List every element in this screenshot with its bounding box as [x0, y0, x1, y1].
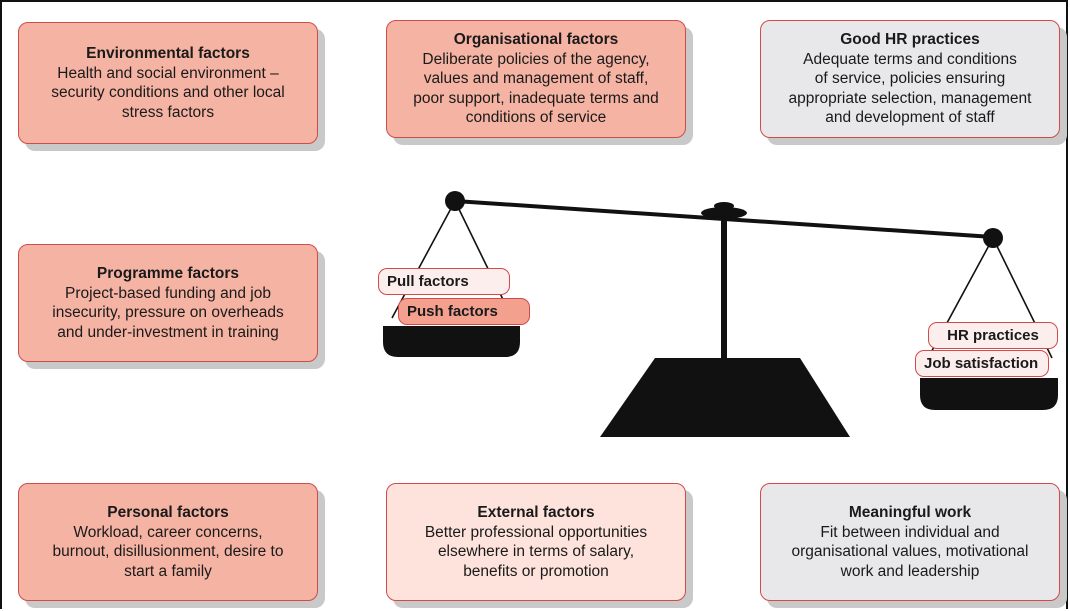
job-satisfaction-label: Job satisfaction — [915, 350, 1049, 377]
meaningful-work-title: Meaningful work — [848, 504, 972, 521]
scale-base — [600, 358, 850, 437]
organisational-factors-body: Deliberate policies of the agency, value… — [413, 50, 659, 127]
organisational-factors-title: Organisational factors — [453, 31, 619, 49]
good-hr-practices-box: Good HR practices Adequate terms and con… — [760, 20, 1060, 138]
external-factors-body: Better professional opportunities elsewh… — [424, 523, 648, 580]
programme-factors-box: Programme factors Project-based funding … — [18, 244, 318, 362]
organisational-factors-box: Organisational factors Deliberate polici… — [386, 20, 686, 138]
scale-pivot-knob — [714, 202, 734, 210]
external-factors-box: External factors Better professional opp… — [386, 483, 686, 601]
left-pan — [383, 326, 520, 357]
scale-column — [721, 214, 727, 360]
scale-pivot-cap — [701, 207, 747, 219]
personal-factors-box: Personal factors Workload, career concer… — [18, 483, 318, 601]
hr-practices-label: HR practices — [928, 322, 1058, 349]
good-hr-practices-title: Good HR practices — [840, 31, 980, 49]
meaningful-work-box: Meaningful work Fit between individual a… — [760, 483, 1060, 601]
programme-factors-body: Project-based funding and job insecurity… — [52, 284, 284, 341]
right-pan — [920, 378, 1058, 410]
meaningful-work-body: Fit between individual and organisationa… — [791, 523, 1029, 580]
environmental-factors-title: Environmental factors — [86, 45, 250, 62]
good-hr-practices-body: Adequate terms and conditions of service… — [788, 50, 1032, 127]
push-factors-label: Push factors — [398, 298, 530, 325]
external-factors-title: External factors — [477, 504, 595, 521]
pull-factors-label: Pull factors — [378, 268, 510, 295]
environmental-factors-body: Health and social environment – security… — [51, 64, 285, 121]
personal-factors-title: Personal factors — [107, 504, 229, 521]
environmental-factors-box: Environmental factors Health and social … — [18, 22, 318, 144]
personal-factors-body: Workload, career concerns, burnout, disi… — [52, 523, 284, 580]
scale-beam — [454, 199, 994, 239]
programme-factors-title: Programme factors — [96, 265, 240, 282]
